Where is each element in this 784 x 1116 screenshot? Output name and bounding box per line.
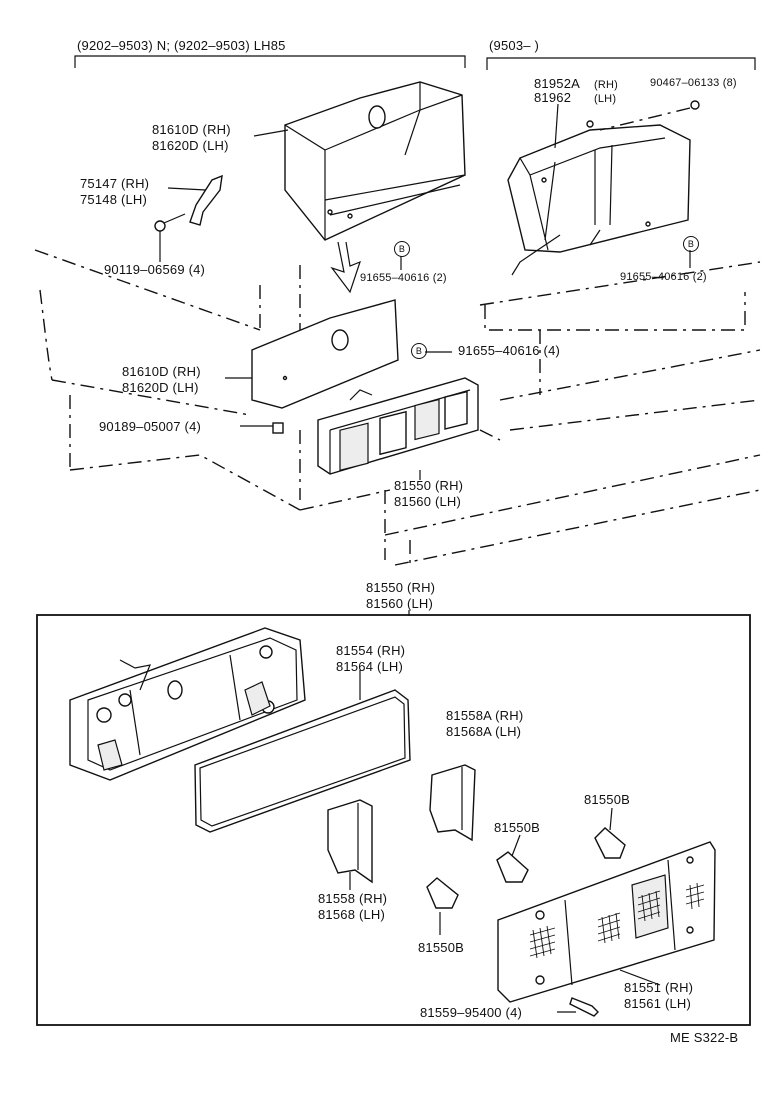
label-81550-detail: 81550 (RH)	[366, 580, 436, 595]
upper-bracket-81610d	[284, 81, 466, 241]
lens-81551	[497, 841, 716, 1003]
label-81620d-upper: 81620D (LH)	[152, 138, 229, 153]
tail-lamp-assembly-top	[317, 377, 479, 475]
label-81620d-lower: 81620D (LH)	[122, 380, 199, 395]
header-bracket-right	[486, 57, 756, 70]
cover-81952a	[507, 120, 691, 276]
label-81550b-right: 81550B	[584, 792, 631, 807]
label-81560-top: 81560 (LH)	[394, 494, 462, 509]
label-81551: 81551 (RH)	[624, 980, 694, 995]
label-81952a-rh: (RH)	[594, 79, 619, 91]
socket-81558	[327, 799, 373, 890]
screw-81559	[557, 997, 599, 1017]
label-81962: 81962	[534, 90, 572, 105]
label-81561: 81561 (LH)	[624, 996, 692, 1011]
label-81564: 81564 (LH)	[336, 659, 404, 674]
header-bracket-left	[74, 55, 466, 68]
lens-grille-marks	[529, 882, 705, 986]
label-81952a: 81952A	[534, 76, 581, 91]
header-left-label: (9202–9503) N; (9202–9503) LH85	[77, 38, 286, 53]
vehicle-body-outline	[34, 249, 761, 568]
label-75147: 75147 (RH)	[80, 176, 150, 191]
label-91655-middle: 91655–40616 (4)	[458, 343, 561, 358]
label-90119: 90119–06569 (4)	[104, 262, 206, 277]
socket-81558a	[429, 764, 476, 842]
label-81558: 81558 (RH)	[318, 891, 388, 906]
lamp-housing	[69, 627, 306, 781]
direction-arrow	[330, 241, 361, 294]
label-75148: 75148 (LH)	[80, 192, 148, 207]
label-81558a: 81558A (RH)	[446, 708, 524, 723]
label-81568: 81568 (LH)	[318, 907, 386, 922]
badge-b-1: B	[394, 241, 410, 257]
nut-90189	[240, 422, 284, 434]
bulbs-81550b	[426, 807, 626, 935]
label-90189: 90189–05007 (4)	[99, 419, 202, 434]
label-91655-right: 91655–40616 (2)	[620, 271, 707, 283]
leader-lines-top	[253, 103, 691, 480]
label-81962-lh: (LH)	[594, 93, 617, 105]
screw-90119	[154, 213, 186, 262]
label-81550b-left: 81550B	[418, 940, 465, 955]
gasket-81554	[194, 670, 411, 833]
badge-b-3: B	[683, 236, 699, 252]
label-81559: 81559–95400 (4)	[420, 1005, 523, 1020]
label-81550b-middle: 81550B	[494, 820, 541, 835]
label-81550-top: 81550 (RH)	[394, 478, 464, 493]
header-right-label: (9503– )	[489, 38, 540, 53]
label-81610d-upper: 81610D (RH)	[152, 122, 231, 137]
label-81568a: 81568A (LH)	[446, 724, 522, 739]
detail-frame	[36, 614, 751, 1026]
label-81560-detail: 81560 (LH)	[366, 596, 434, 611]
bracket-75147	[167, 174, 223, 226]
label-81610d-lower: 81610D (RH)	[122, 364, 201, 379]
lower-cover-81610d	[225, 299, 399, 409]
diagram-code: ME S322-B	[670, 1030, 739, 1045]
label-81554: 81554 (RH)	[336, 643, 406, 658]
badge-b-2: B	[411, 343, 427, 359]
screw-90467	[599, 100, 700, 131]
label-90467: 90467–06133 (8)	[650, 77, 737, 89]
label-91655-upper: 91655–40616 (2)	[360, 272, 447, 284]
